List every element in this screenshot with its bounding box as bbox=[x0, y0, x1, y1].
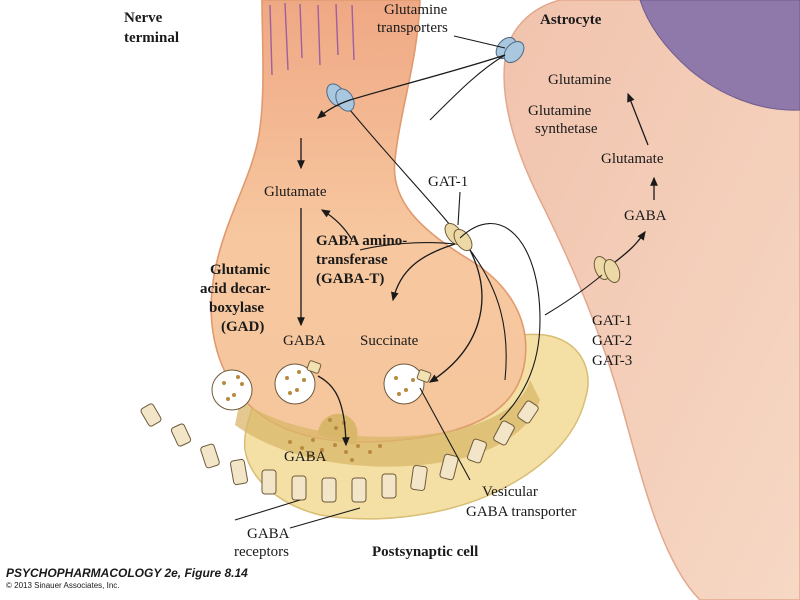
label-gad-4: (GAD) bbox=[221, 319, 264, 335]
cytoskeleton-strokes bbox=[269, 2, 355, 76]
label-glutamate-astrocyte: Glutamate bbox=[601, 151, 664, 167]
label-succinate: Succinate bbox=[360, 333, 419, 349]
copyright-notice: © 2013 Sinauer Associates, Inc. bbox=[6, 581, 120, 590]
label-nerve-terminal-2: terminal bbox=[124, 30, 179, 46]
label-gaba-receptors-2: receptors bbox=[234, 544, 289, 560]
label-gaba-t-1: GABA amino- bbox=[316, 233, 407, 249]
diagram-labels: Nerve terminal Astrocyte Glutamine trans… bbox=[124, 2, 667, 560]
label-astrocyte: Astrocyte bbox=[540, 12, 602, 28]
label-gaba-t-2: transferase bbox=[316, 252, 388, 268]
vesicles bbox=[211, 363, 425, 411]
label-gaba-receptors-1: GABA bbox=[247, 526, 290, 542]
label-glutamate-nerve: Glutamate bbox=[264, 184, 327, 200]
label-gaba-astrocyte: GABA bbox=[624, 208, 667, 224]
label-gat-list-1: GAT-1 bbox=[592, 313, 632, 329]
synaptic-cleft bbox=[235, 380, 540, 467]
label-gaba-nerve: GABA bbox=[283, 333, 326, 349]
gat-transporter-icons bbox=[444, 222, 621, 284]
label-gaba-cleft: GABA bbox=[284, 449, 327, 465]
label-nerve-terminal-1: Nerve bbox=[124, 10, 163, 26]
label-gad-3: boxylase bbox=[209, 300, 264, 316]
label-vgat-1: Vesicular bbox=[482, 484, 538, 500]
vesicular-transporters bbox=[306, 360, 432, 383]
label-gaba-t-3: (GABA-T) bbox=[316, 271, 384, 287]
label-gat-list-2: GAT-2 bbox=[592, 333, 632, 349]
gaba-receptor-row bbox=[140, 400, 539, 503]
label-gad-1: Glutamic bbox=[210, 262, 270, 278]
label-glutamine: Glutamine bbox=[548, 72, 612, 88]
label-glutamine-transporters-1: Glutamine bbox=[384, 2, 448, 18]
label-postsynaptic: Postsynaptic cell bbox=[372, 544, 478, 560]
label-gad-2: acid decar- bbox=[200, 281, 271, 297]
label-vgat-2: GABA transporter bbox=[466, 504, 576, 520]
label-gat1-top: GAT-1 bbox=[428, 174, 468, 190]
label-glutamine-synthetase-1: Glutamine bbox=[528, 103, 592, 119]
label-glutamine-synthetase-2: synthetase bbox=[535, 121, 598, 137]
figure-citation: PSYCHOPHARMACOLOGY 2e, Figure 8.14 bbox=[6, 566, 248, 580]
vesicle-gaba-dots bbox=[222, 370, 415, 401]
nerve-terminal bbox=[210, 0, 527, 443]
figure-credit: PSYCHOPHARMACOLOGY 2e, Figure 8.14 © 201… bbox=[6, 566, 248, 590]
pathway-arrows bbox=[234, 35, 658, 529]
glutamine-transporter-icons bbox=[326, 36, 525, 112]
label-gat-list-3: GAT-3 bbox=[592, 353, 632, 369]
astrocyte-nucleus bbox=[639, 0, 800, 111]
label-glutamine-transporters-2: transporters bbox=[377, 20, 448, 36]
